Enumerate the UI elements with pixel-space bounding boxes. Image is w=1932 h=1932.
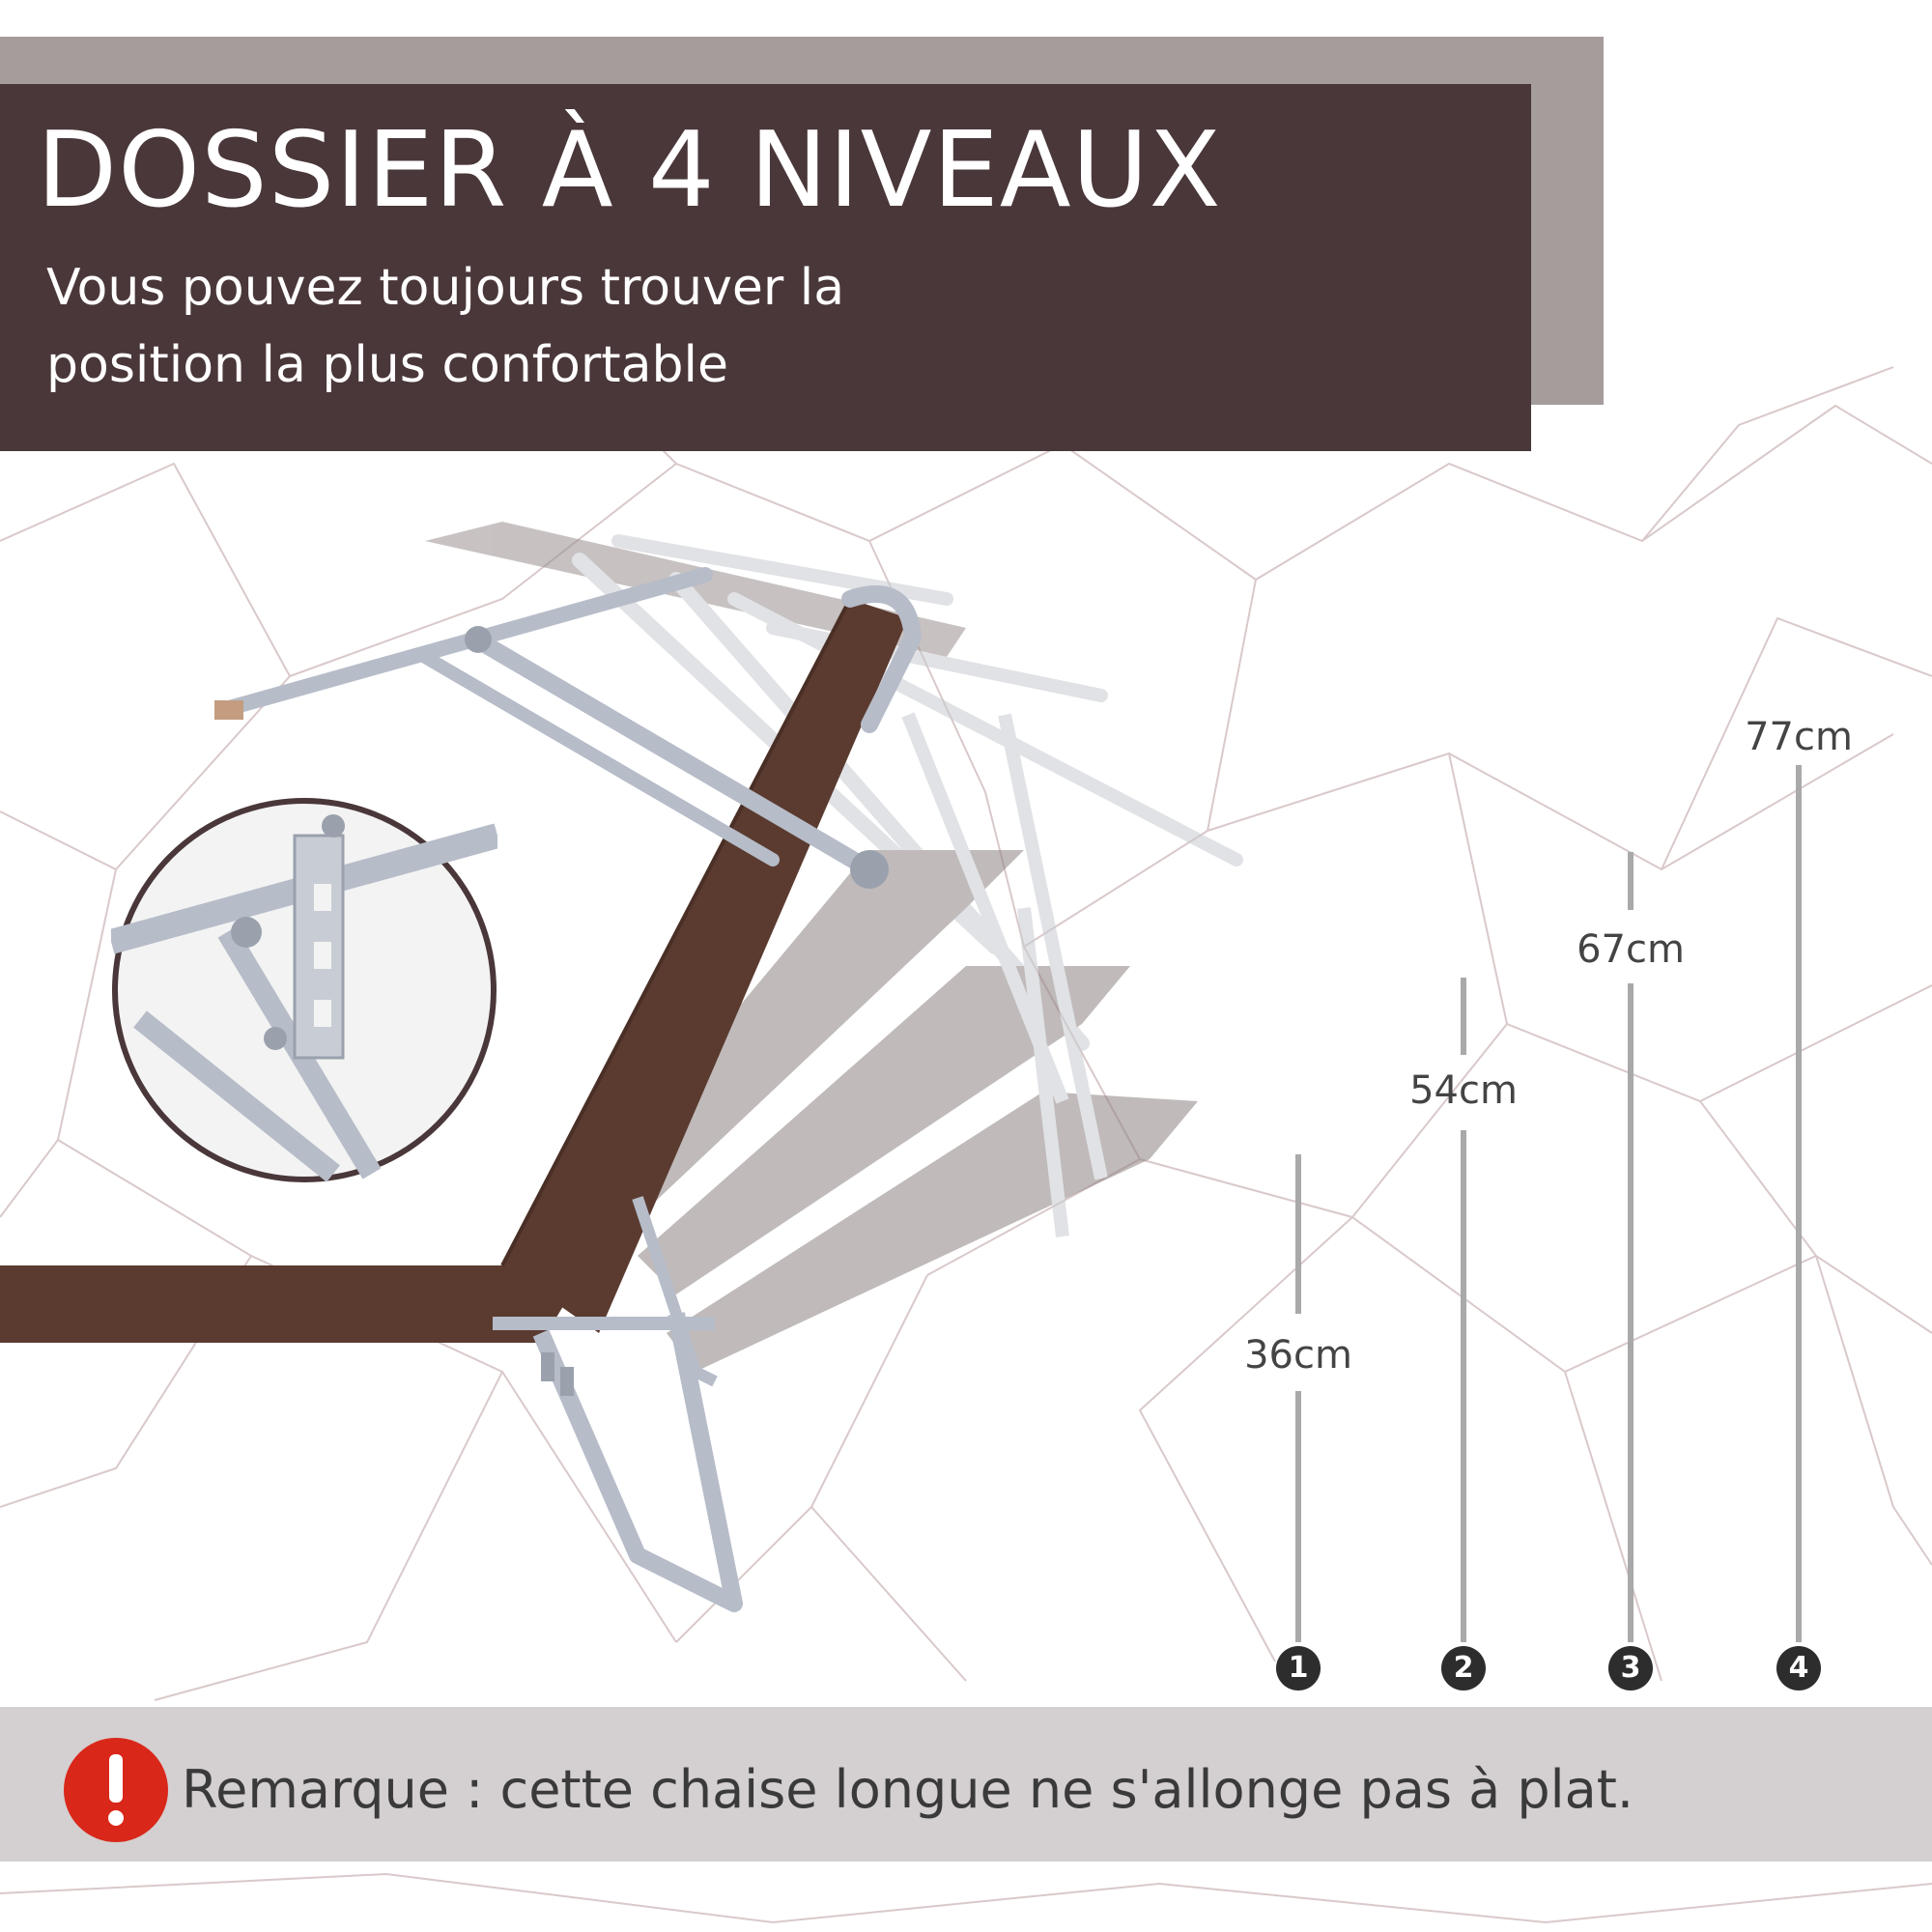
measure-bar-1-top: [1295, 1154, 1301, 1314]
measure-bar-1-bottom: [1295, 1391, 1301, 1642]
title-panel: [0, 84, 1531, 451]
measure-bar-3-bottom: [1628, 983, 1634, 1642]
lounger-backrest-illustration: [0, 522, 1243, 1612]
measure-bar-2-bottom: [1461, 1130, 1466, 1642]
detail-magnifier: [111, 798, 497, 1182]
subtitle-line-2: position la plus confortable: [46, 336, 728, 394]
measure-bar-3-top: [1628, 852, 1634, 910]
subtitle-line-1: Vous pouvez toujours trouver la: [46, 259, 845, 317]
height-measurements: 36cm 1 54cm 2 67cm 3 77cm 4: [1198, 715, 1874, 1690]
measure-label-4: 77cm: [1745, 715, 1853, 759]
note-text: Remarque : cette chaise longue ne s'allo…: [182, 1759, 1634, 1820]
badge-2: 2: [1441, 1646, 1486, 1690]
note-bar: [0, 1707, 1932, 1861]
measure-bar-4: [1796, 765, 1802, 1642]
measure-label-2: 54cm: [1409, 1068, 1518, 1113]
badge-1: 1: [1276, 1646, 1321, 1690]
measure-label-1: 36cm: [1244, 1333, 1352, 1378]
badge-4: 4: [1776, 1646, 1821, 1690]
warning-exclamation-icon: [64, 1738, 168, 1842]
badge-3: 3: [1608, 1646, 1653, 1690]
measure-bar-2-top: [1461, 978, 1466, 1055]
measure-label-3: 67cm: [1577, 927, 1685, 972]
page-title: DOSSIER À 4 NIVEAUX: [37, 110, 1222, 231]
subtitle: Vous pouvez toujours trouver la position…: [46, 249, 1012, 404]
